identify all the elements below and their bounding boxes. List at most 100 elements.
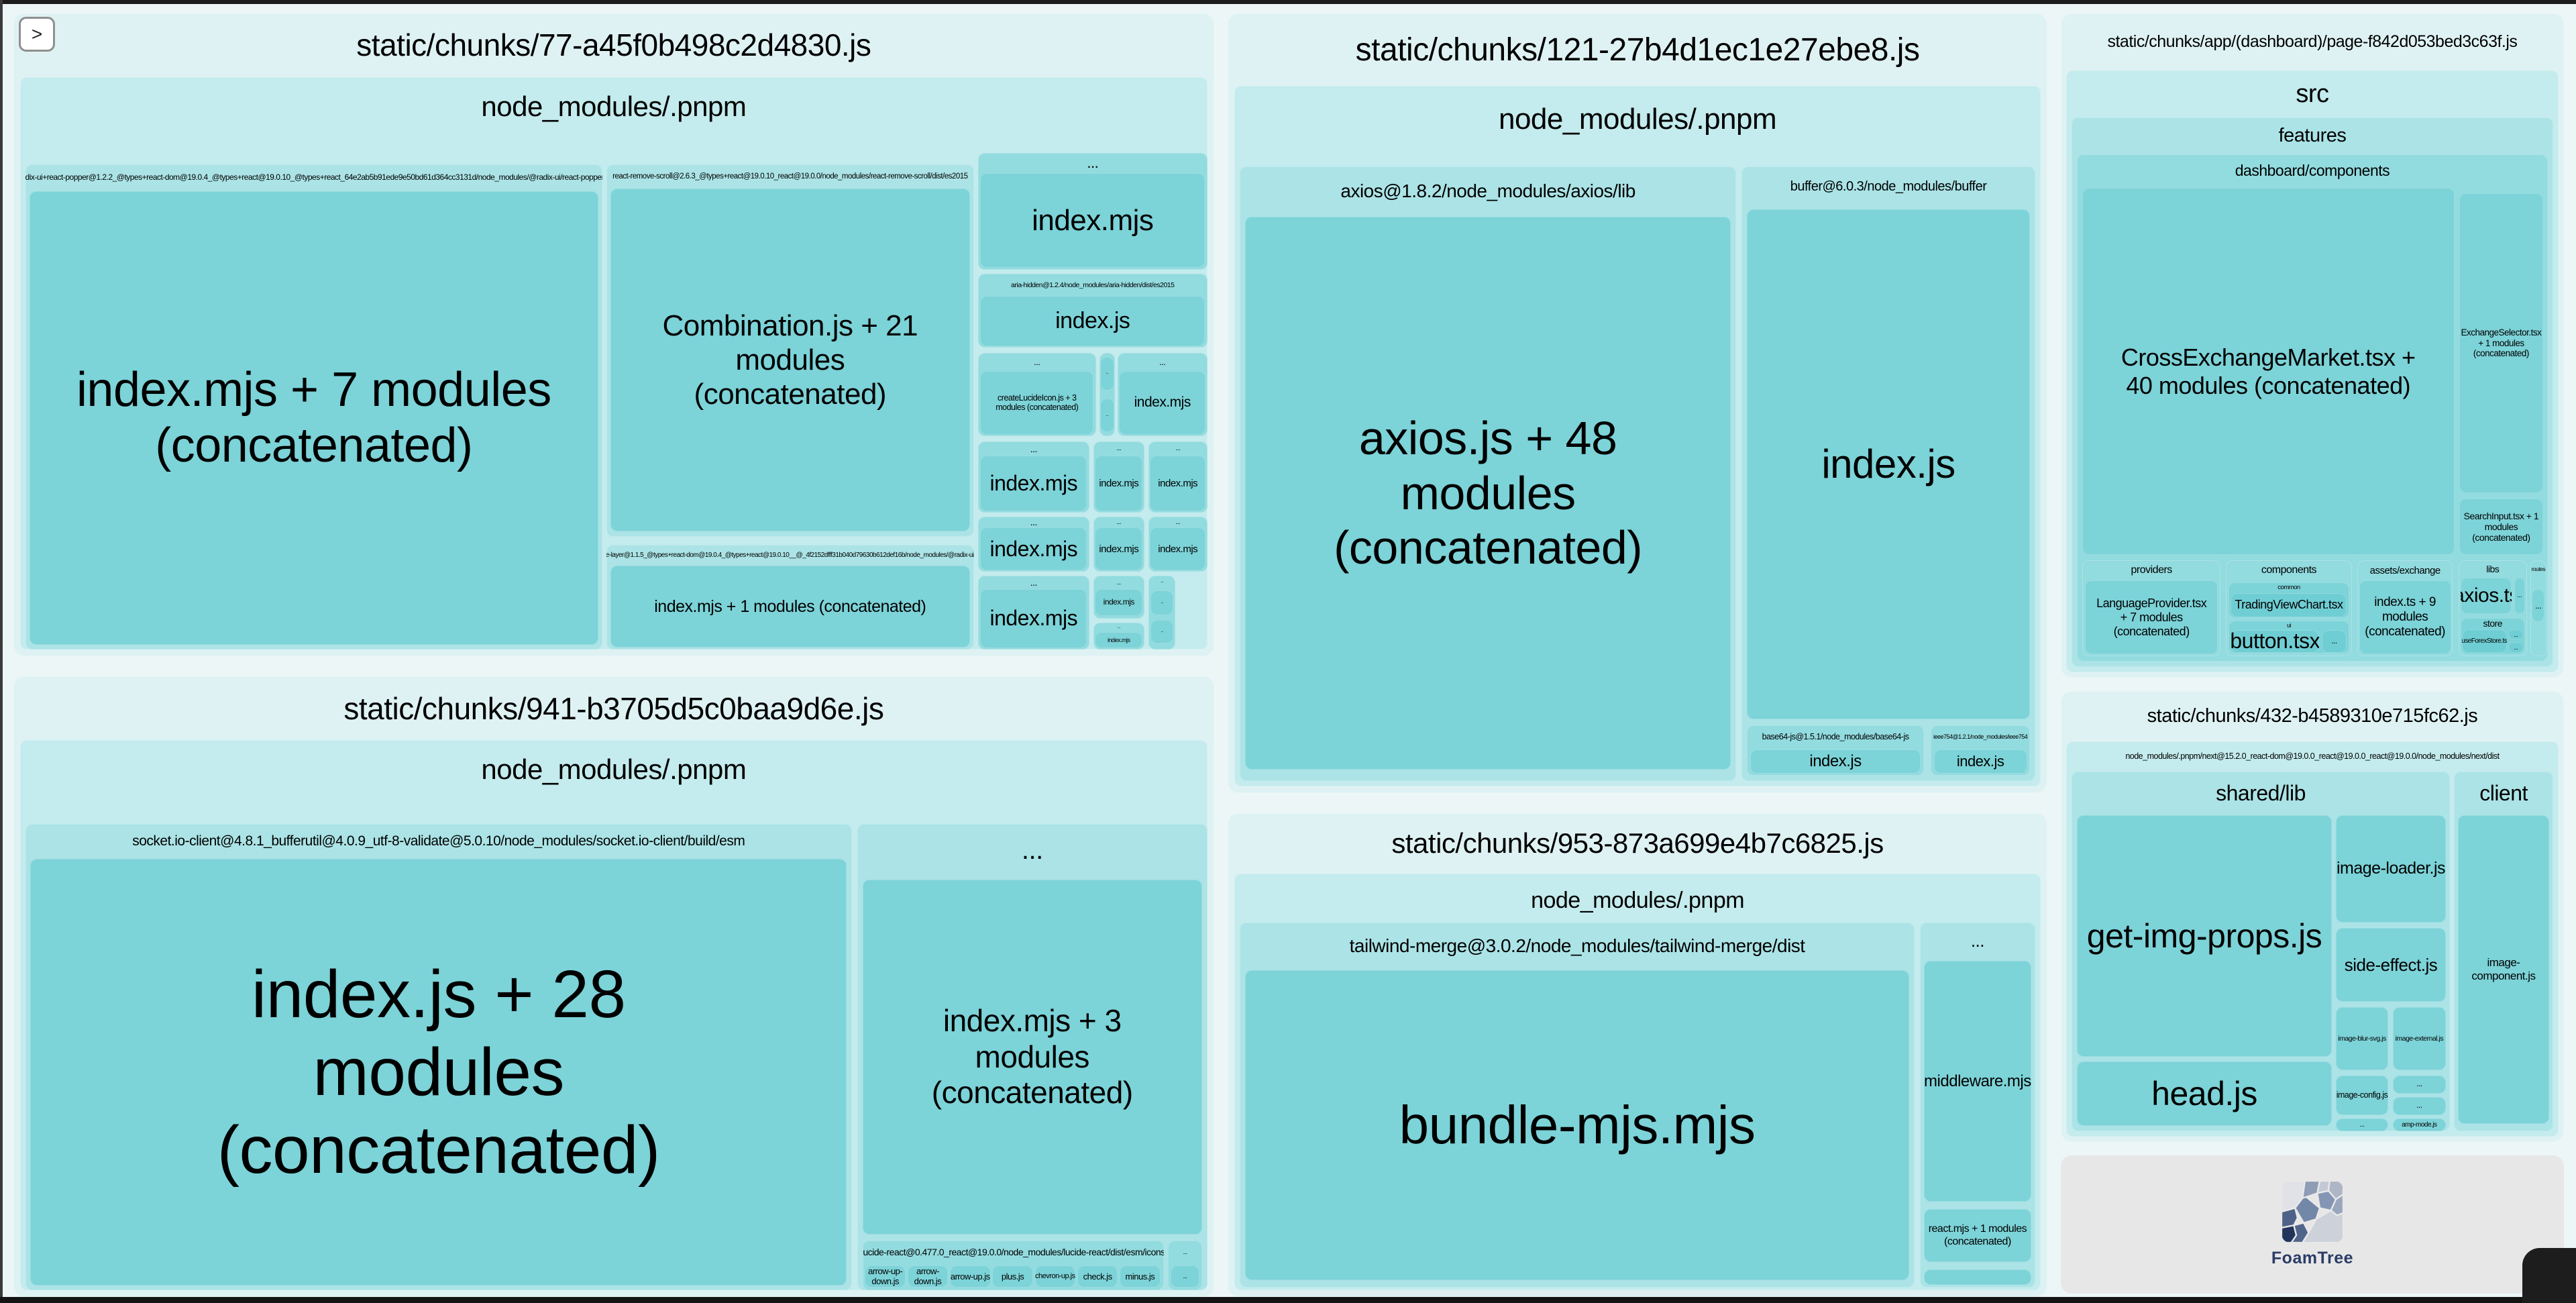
module-index-mjs-7[interactable]: index.mjs + 7 modules (concatenated): [29, 191, 598, 645]
module-middleware-mjs[interactable]: middleware.mjs: [1923, 961, 2031, 1202]
module-index-js[interactable]: index.js: [980, 296, 1205, 346]
module-mini[interactable]: ...: [2508, 641, 2524, 653]
module-language-provider[interactable]: LanguageProvider.tsx + 7 modules (concat…: [2085, 580, 2218, 655]
pkg-aria-hidden[interactable]: aria-hidden@1.2.4/node_modules/aria-hidd…: [977, 274, 1208, 348]
module-mini[interactable]: ...: [2336, 1118, 2388, 1131]
module-use-forex-store[interactable]: useForexStore.ts: [2461, 629, 2507, 653]
module-index-mjs[interactable]: index.mjs: [1119, 371, 1206, 435]
module-cross-exchange-market[interactable]: CrossExchangeMarket.tsx + 40 modules (co…: [2082, 188, 2455, 556]
pkg-react-remove-scroll[interactable]: react-remove-scroll@2.6.3_@types+react@1…: [606, 164, 974, 537]
module-axios-js-48[interactable]: axios.js + 48 modules (concatenated): [1245, 216, 1731, 770]
module-react-mjs-1[interactable]: react.mjs + 1 modules (concatenated): [1923, 1209, 2031, 1262]
module-index-ts-9[interactable]: index.ts + 9 modules (concatenated): [2359, 580, 2451, 655]
pkg-next-dist[interactable]: node_modules/.pnpm/next@15.2.0_react-dom…: [2066, 741, 2559, 1137]
module-index-mjs[interactable]: index.mjs: [980, 588, 1087, 648]
pkg-anon-4[interactable]: ...index.mjs: [1093, 441, 1144, 513]
module-get-img-props[interactable]: get-img-props.js: [2077, 815, 2332, 1057]
pkg-anon-8[interactable]: ...index.mjs: [1148, 517, 1208, 572]
module-bundle-mjs[interactable]: bundle-mjs.mjs: [1245, 970, 1909, 1281]
module-index-mjs[interactable]: index.mjs: [1095, 589, 1143, 617]
module-image-component[interactable]: image-component.js: [2457, 815, 2550, 1124]
module-mini[interactable]: ...: [2508, 629, 2524, 640]
module-mini[interactable]: ...: [1099, 399, 1114, 432]
module-mini[interactable]: ...: [1150, 590, 1174, 616]
module-index-mjs[interactable]: index.mjs: [980, 527, 1087, 571]
pkg-anon-tinycol[interactable]: ......: [1099, 352, 1115, 436]
module-index-js[interactable]: index.js: [1750, 749, 1921, 774]
module-create-lucide-icon[interactable]: createLucideIcon.js + 3 modules (concate…: [980, 371, 1094, 435]
module-image-loader[interactable]: image-loader.js: [2336, 815, 2446, 923]
module-button-tsx[interactable]: button.tsx: [2231, 629, 2319, 653]
module-index-js[interactable]: index.js: [1747, 209, 2031, 720]
module-index-mjs[interactable]: index.mjs: [1095, 527, 1143, 571]
dir-routes[interactable]: routes...: [2530, 560, 2546, 656]
module-amp-mode[interactable]: amp-mode.js: [2392, 1118, 2446, 1131]
module-index-js[interactable]: index.js: [1933, 749, 2027, 774]
pnpm-group[interactable]: node_modules/.pnpm@radix-ui+react-popper…: [19, 77, 1208, 650]
module-clipped[interactable]: [1923, 1269, 2031, 1285]
module-mini[interactable]: ...: [2392, 1075, 2446, 1094]
pkg-radix-dismissable[interactable]: @radix-ui+react-dismissable-layer@1.1.5_…: [606, 545, 974, 649]
module-arrow-up[interactable]: arrow-up.js: [949, 1265, 991, 1288]
module-index-mjs[interactable]: index.mjs: [1150, 527, 1206, 571]
module-mini[interactable]: ...: [2514, 577, 2525, 615]
module-index-mjs[interactable]: index.mjs: [980, 456, 1087, 511]
module-mini[interactable]: ...: [2532, 589, 2545, 622]
module-mini[interactable]: ...: [1150, 619, 1174, 644]
module-image-external[interactable]: image-external.js: [2392, 1007, 2446, 1070]
module-mini[interactable]: ...: [2392, 1097, 2446, 1115]
module-image-config[interactable]: image-config.js: [2336, 1075, 2388, 1115]
foamtree-attribution[interactable]: FoamTree: [2061, 1155, 2564, 1294]
module-chevron-up[interactable]: chevron-up.js: [1034, 1265, 1076, 1288]
pkg-lucide-icons[interactable]: lucide-react@0.477.0_react@19.0.0/node_m…: [862, 1241, 1164, 1291]
pkg-anon-11[interactable]: ...index.mjs: [1093, 622, 1144, 649]
module-index-mjs[interactable]: index.mjs: [980, 172, 1205, 268]
module-exchange-selector[interactable]: ExchangeSelector.tsx + 1 modules (concat…: [2459, 193, 2543, 493]
module-axios-ts[interactable]: axios.ts: [2460, 577, 2512, 615]
pkg-anon-lucide[interactable]: ...createLucideIcon.js + 3 modules (conc…: [977, 352, 1096, 436]
dir-libs[interactable]: libsaxios.ts...storeuseForexStore.ts....…: [2458, 560, 2527, 656]
pkg-anon-lucide-more[interactable]: ......: [1168, 1241, 1202, 1291]
pkg-socket-io-client[interactable]: socket.io-client@4.8.1_bufferutil@4.0.9_…: [25, 824, 852, 1291]
pkg-anon-9[interactable]: ...index.mjs: [977, 575, 1089, 649]
module-search-input[interactable]: SearchInput.tsx + 1 modules (concatenate…: [2459, 498, 2543, 556]
pkg-anon-10[interactable]: ...index.mjs: [1093, 575, 1144, 619]
module-check[interactable]: check.js: [1077, 1265, 1118, 1288]
module-plus[interactable]: plus.js: [992, 1265, 1033, 1288]
module-side-effect[interactable]: side-effect.js: [2336, 928, 2446, 1002]
module-minus[interactable]: minus.js: [1120, 1265, 1161, 1288]
module-index-mjs[interactable]: index.mjs: [1095, 632, 1143, 648]
pkg-anon-7[interactable]: ...index.mjs: [1093, 517, 1144, 572]
pkg-anon-6[interactable]: ...index.mjs: [977, 517, 1089, 572]
sidebar-toggle-button[interactable]: >: [19, 17, 55, 52]
pkg-anon-12[interactable]: .........: [1148, 575, 1176, 649]
module-index-mjs-3[interactable]: index.mjs + 3 modules (concatenated): [862, 880, 1202, 1235]
module-mini[interactable]: ...: [1099, 357, 1114, 390]
module-mini[interactable]: ...: [1171, 1265, 1199, 1288]
module-mini[interactable]: ...: [2321, 629, 2347, 653]
module-tradingview-chart[interactable]: TradingViewChart.tsx: [2231, 592, 2347, 617]
pkg-anon-2[interactable]: ...index.mjs: [1117, 352, 1208, 436]
module-index-mjs[interactable]: index.mjs: [1095, 456, 1143, 511]
pkg-radix-popper[interactable]: @radix-ui+react-popper@1.2.2_@types+reac…: [25, 164, 602, 649]
